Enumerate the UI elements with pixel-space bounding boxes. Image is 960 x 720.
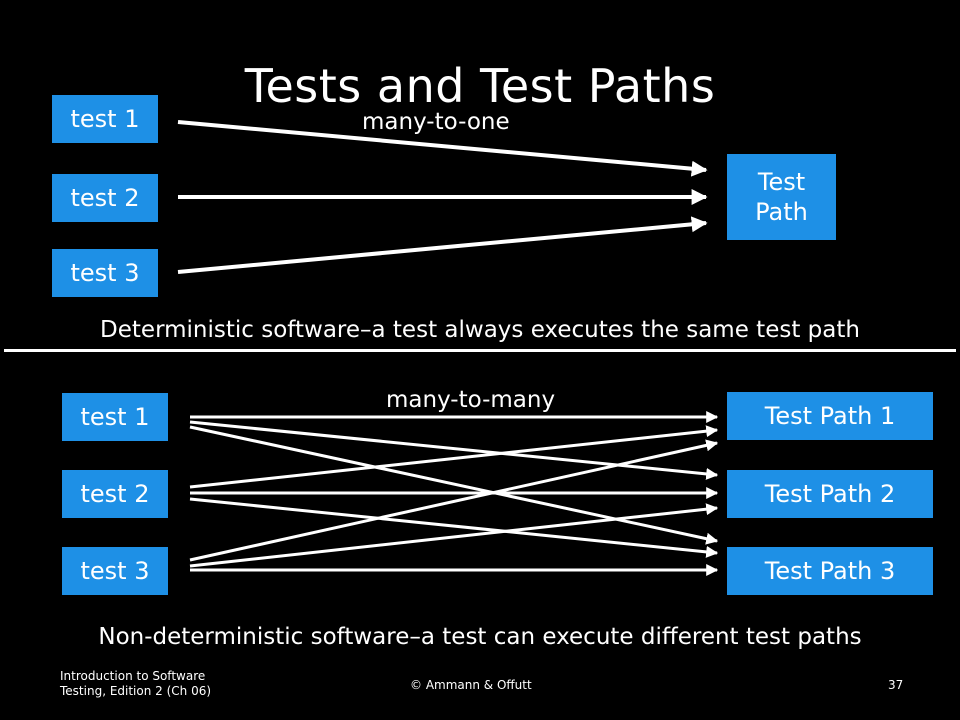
arrow-test3-to-path (177, 216, 708, 274)
bottom-test-2-box: test 2 (62, 470, 168, 518)
test-path-1-label: Test Path 1 (764, 402, 896, 430)
test-path-line1: Test (757, 168, 806, 196)
bottom-test-1-label: test 1 (80, 403, 150, 431)
top-test-2-box: test 2 (52, 174, 158, 222)
arrow-t3-to-p1 (189, 439, 719, 562)
top-test-1-box: test 1 (52, 95, 158, 143)
test-path-2-label: Test Path 2 (764, 480, 896, 508)
footer-page-number: 37 (888, 678, 904, 692)
test-path-line2: Path (755, 198, 808, 226)
footer-source: Introduction to Software Testing, Editio… (60, 669, 211, 699)
footer-source-line1: Introduction to Software (60, 669, 206, 683)
bottom-test-2-label: test 2 (80, 480, 150, 508)
deterministic-caption: Deterministic software–a test always exe… (100, 317, 860, 343)
top-test-3-box: test 3 (52, 249, 158, 297)
bottom-test-1-box: test 1 (62, 393, 168, 441)
arrow-t1-to-p2 (189, 420, 719, 480)
test-path-1-box: Test Path 1 (727, 392, 933, 440)
top-test-2-label: test 2 (70, 184, 140, 212)
footer-source-line2: Testing, Edition 2 (Ch 06) (60, 684, 212, 698)
many-to-one-label: many-to-one (362, 109, 510, 135)
slide-title: Tests and Test Paths (244, 59, 716, 113)
arrow-test1-to-path (177, 120, 708, 177)
bottom-test-3-label: test 3 (80, 557, 150, 585)
test-path-box: Test Path (727, 154, 836, 240)
bottom-test-3-box: test 3 (62, 547, 168, 595)
top-test-1-label: test 1 (70, 105, 140, 133)
test-path-3-box: Test Path 3 (727, 547, 933, 595)
section-divider (4, 349, 956, 352)
arrow-t2-to-p1 (189, 425, 719, 489)
test-path-3-label: Test Path 3 (764, 557, 896, 585)
arrow-t2-to-p3 (189, 497, 719, 558)
arrow-t3-to-p2 (189, 503, 719, 568)
arrow-t1-to-p3 (189, 425, 719, 545)
test-path-2-box: Test Path 2 (727, 470, 933, 518)
many-to-many-label: many-to-many (386, 387, 556, 413)
footer-copyright: © Ammann & Offutt (410, 678, 532, 692)
top-test-3-label: test 3 (70, 259, 140, 287)
non-deterministic-caption: Non-deterministic software–a test can ex… (98, 624, 862, 650)
